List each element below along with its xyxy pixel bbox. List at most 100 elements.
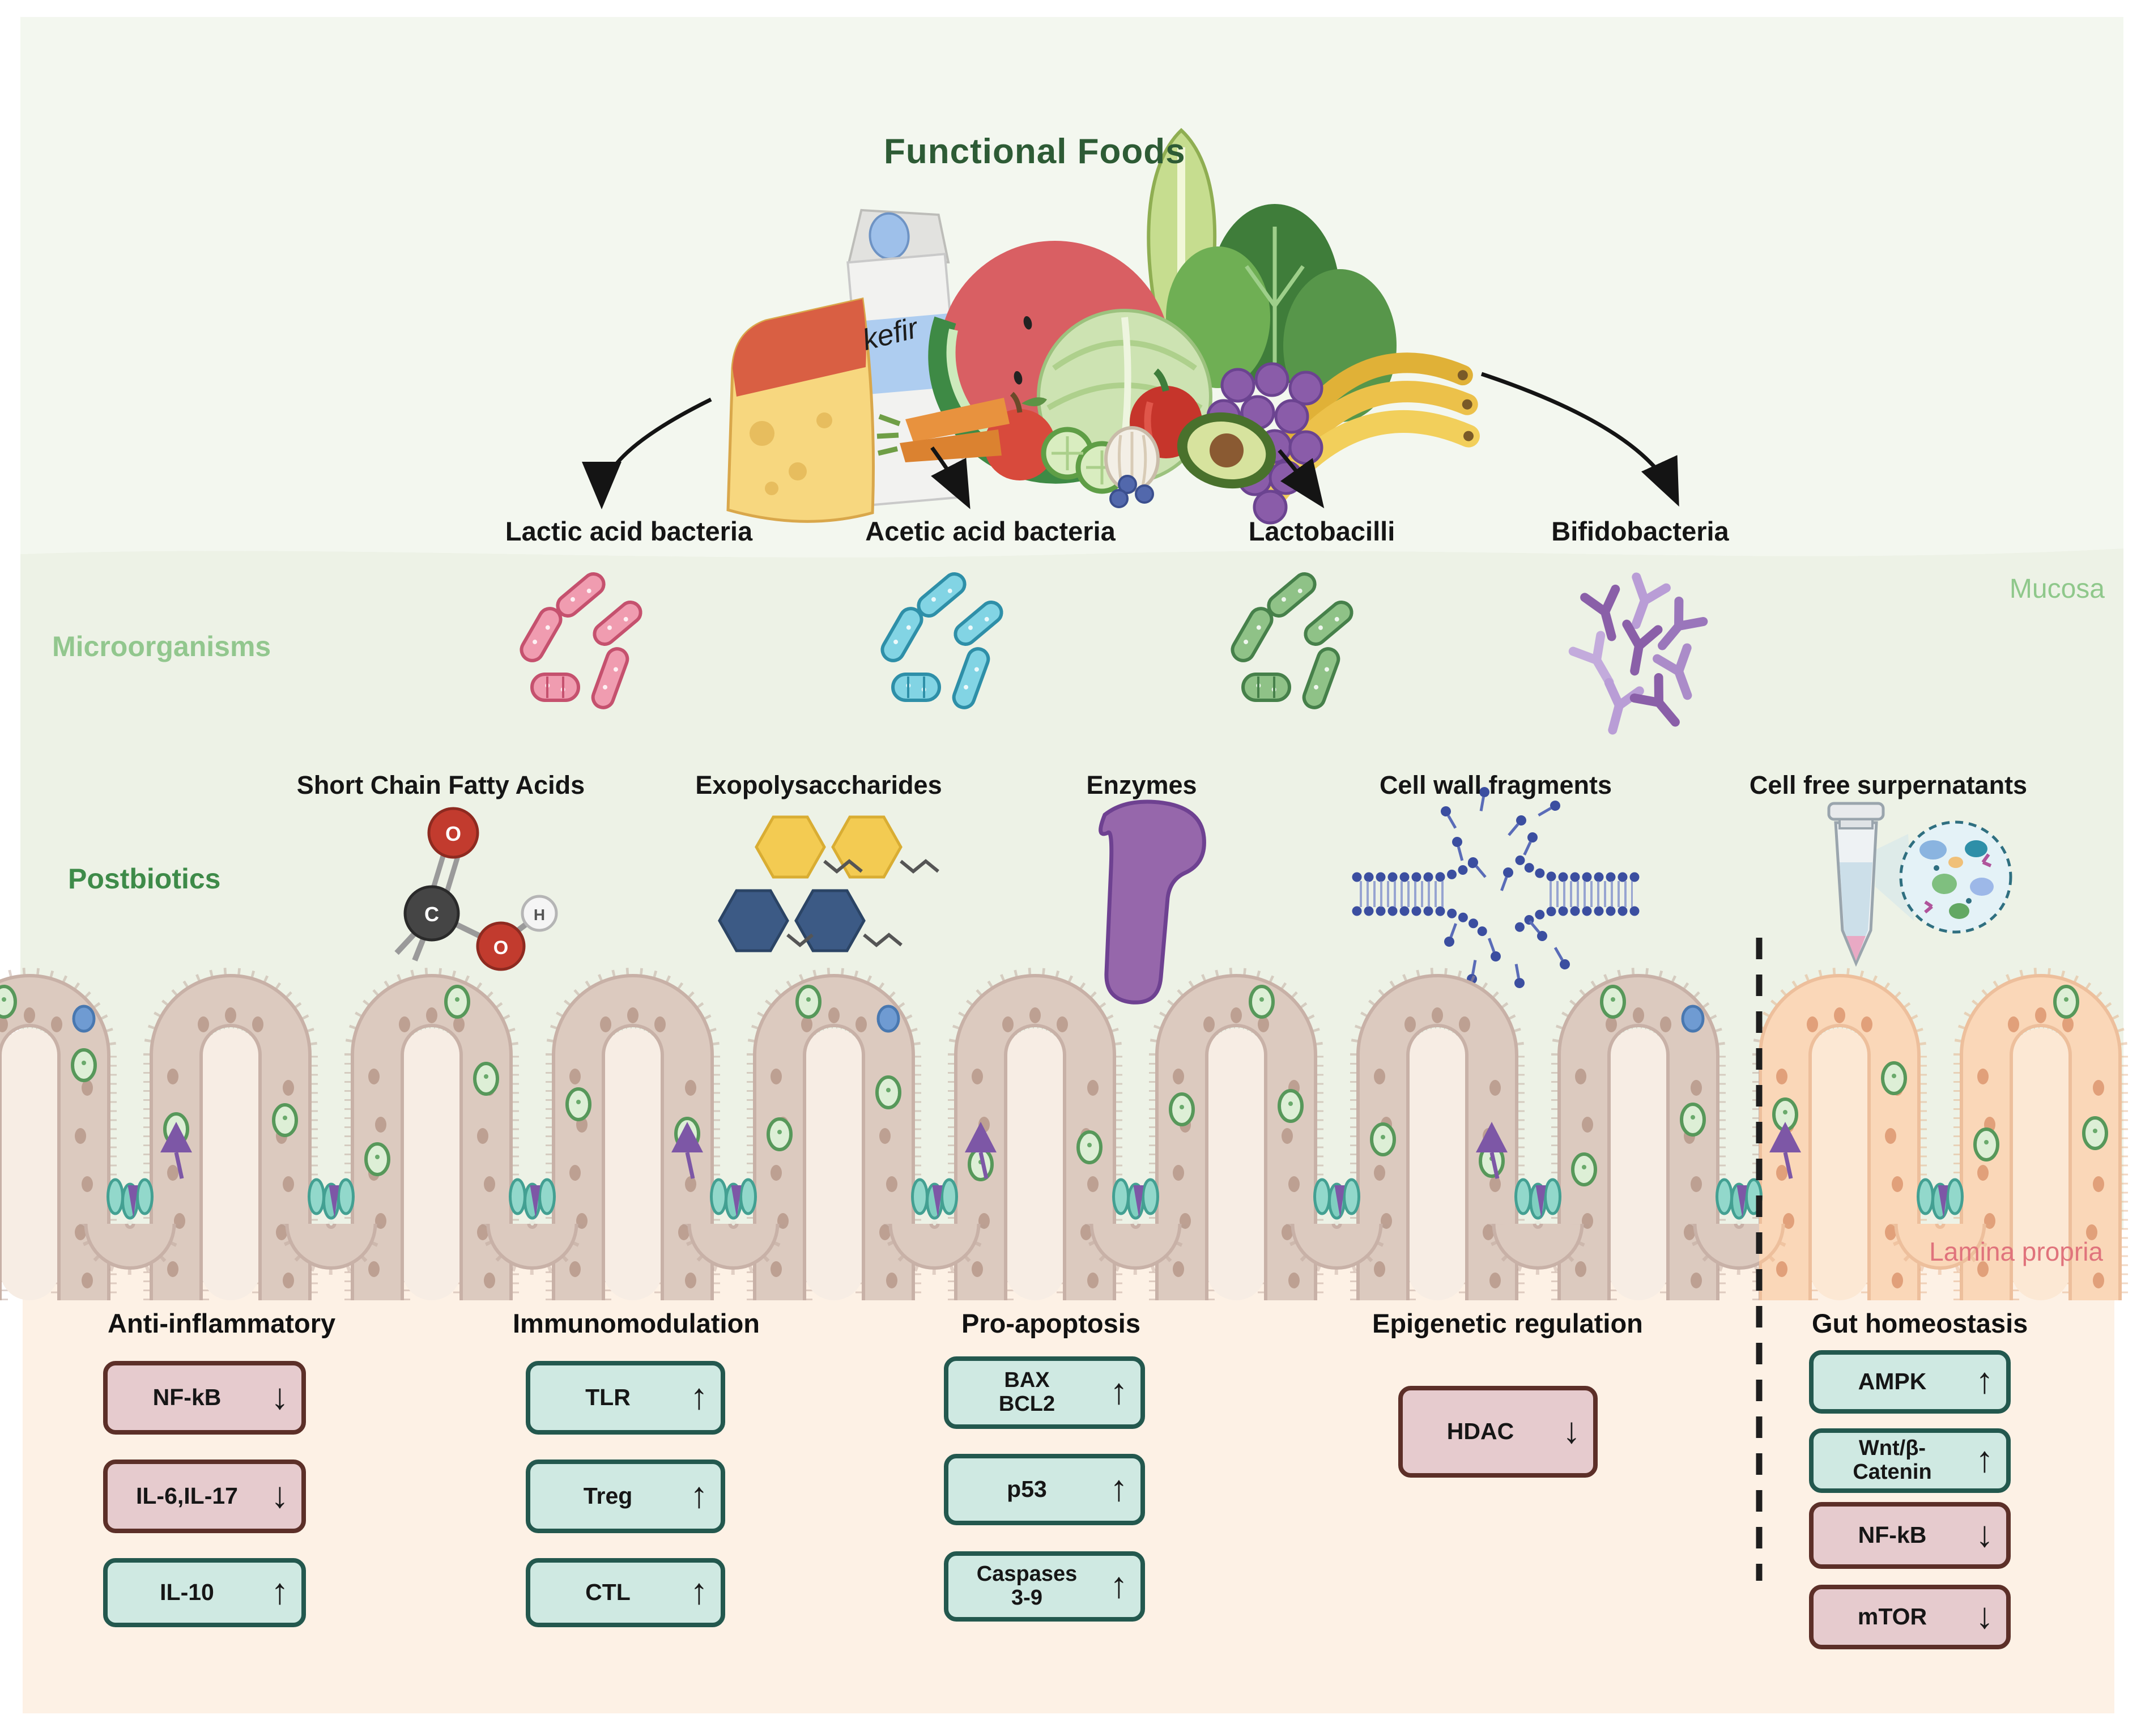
goblet-cell: [0, 985, 17, 1019]
goblet-dot: [82, 1061, 86, 1065]
cell-nucleus: [368, 1261, 380, 1277]
decor-shape: [984, 616, 989, 622]
section-heading-4: Gut homeostasis: [1812, 1308, 2028, 1338]
decor-shape: [1503, 867, 1513, 878]
bifidobacterium-y: [1658, 596, 1708, 650]
bacteria-label-0: Lactic acid bacteria: [505, 516, 753, 546]
cell-nucleus: [685, 1080, 696, 1096]
decor-shape: [593, 601, 642, 646]
cell-nucleus: [82, 1080, 93, 1096]
cell-nucleus: [399, 1016, 410, 1032]
cell-nucleus: [484, 1176, 495, 1192]
cell-nucleus: [1080, 1224, 1092, 1240]
decor-shape: [954, 601, 1003, 646]
cell-nucleus: [576, 1213, 588, 1229]
cell-nucleus: [167, 1261, 178, 1277]
goblet-dot: [1381, 1135, 1385, 1139]
postbiotic-heading-3: Cell wall fragments: [1379, 771, 1612, 799]
cell-nucleus: [1381, 1213, 1392, 1229]
goblet-dot: [1984, 1140, 1989, 1144]
decor-shape: [952, 647, 990, 709]
epithelium-band-left: [0, 968, 1759, 1300]
cell-nucleus: [276, 1224, 287, 1240]
decor-shape: [556, 572, 606, 618]
cell-nucleus: [375, 1117, 386, 1133]
m-cell: [72, 1005, 96, 1033]
paneth-cell: [1946, 1178, 1964, 1215]
effect-box-pro-apoptosis-2: Caspases 3-9↑: [944, 1551, 1145, 1622]
tuft-cell: [1769, 1122, 1801, 1152]
goblet-dot: [1288, 1101, 1293, 1106]
cell-nucleus: [75, 1128, 86, 1144]
decor-shape: [1324, 667, 1329, 672]
decor-shape: [1631, 572, 1671, 629]
cell-nucleus: [828, 1007, 840, 1023]
tuft-tail: [1489, 1152, 1500, 1179]
villus-epithelium: [1762, 977, 1917, 1300]
paneth-cell: [1917, 1178, 1934, 1215]
villus-epithelium: [957, 977, 1113, 1300]
paneth-cell: [308, 1178, 325, 1215]
decor-shape: [1500, 876, 1508, 891]
crypt-epithelium: [1495, 1223, 1581, 1266]
cell-nucleus: [1892, 1176, 1903, 1192]
up-arrow-icon: ↑: [690, 1571, 708, 1612]
cell-nucleus: [1575, 1261, 1586, 1277]
effect-box-gut-homeostasis-1: Wnt/β- Catenin↑: [1809, 1428, 2011, 1493]
villus-epithelium: [153, 977, 308, 1300]
goblet-dot: [777, 1130, 782, 1134]
decor-shape: [1244, 639, 1249, 644]
garlic: [1104, 426, 1160, 492]
cell-nucleus: [879, 1128, 891, 1144]
lipid-fragments: [1441, 787, 1570, 988]
bifidobacterium-y: [1622, 619, 1663, 676]
down-arrow-icon: ↓: [271, 1376, 289, 1417]
cell-nucleus: [1489, 1176, 1501, 1192]
crypt-stem-cell: [932, 1185, 943, 1218]
goblet-dot: [886, 1088, 891, 1092]
goblet-dot: [1691, 1115, 1695, 1120]
decor-shape: [1658, 596, 1708, 650]
effect-box-label: mTOR: [1857, 1603, 1927, 1630]
cell-nucleus: [198, 1016, 209, 1032]
decor-shape: [968, 625, 973, 630]
bacterium-rod: [520, 607, 563, 662]
down-arrow-icon: ↓: [1976, 1595, 1994, 1636]
atom-carbon: C: [424, 903, 439, 926]
decor-shape: [1514, 978, 1525, 988]
effect-box-label: Treg: [583, 1483, 633, 1509]
crypt-epithelium: [1696, 1223, 1759, 1266]
supernatant-tube-icon: [1827, 802, 2012, 967]
crypt-epithelium: [1897, 1223, 1983, 1266]
lipid-fragment: [1479, 787, 1489, 811]
m-cell: [1681, 1005, 1705, 1033]
cell-nucleus: [855, 1016, 867, 1032]
bifidobacterium-y: [1568, 631, 1614, 687]
effect-box-label: AMPK: [1858, 1368, 1927, 1395]
up-arrow-icon: ↑: [271, 1571, 289, 1612]
up-arrow-icon: ↑: [1110, 1564, 1128, 1606]
goblet-dot: [1892, 1074, 1896, 1078]
cell-nucleus: [886, 1176, 897, 1192]
cell-nucleus: [879, 1224, 891, 1240]
cell-nucleus: [2035, 1007, 2046, 1023]
cell-nucleus: [678, 1224, 689, 1240]
effect-box-label: Wnt/β- Catenin: [1853, 1436, 1932, 1484]
cell-nucleus: [82, 1176, 93, 1192]
cell-nucleus: [1885, 1128, 1896, 1144]
cell-nucleus: [1374, 1165, 1385, 1181]
bacteria-label-1: Acetic acid bacteria: [865, 516, 1116, 546]
cell-nucleus: [1459, 1016, 1470, 1032]
decor-shape: [623, 616, 628, 622]
decor-shape: [1457, 846, 1464, 861]
bacterium-rod: [954, 601, 1003, 646]
cell-wall-fragments-icon: [1352, 849, 1640, 940]
m-cell: [876, 1005, 900, 1033]
villus-core: [1810, 1028, 1869, 1300]
cell-nucleus: [1776, 1069, 1787, 1084]
decor-shape: [931, 597, 936, 602]
cell-nucleus: [1691, 1176, 1702, 1192]
apple: [984, 392, 1055, 480]
decor-shape: [1314, 684, 1319, 690]
bacterium-rod: [591, 647, 629, 709]
